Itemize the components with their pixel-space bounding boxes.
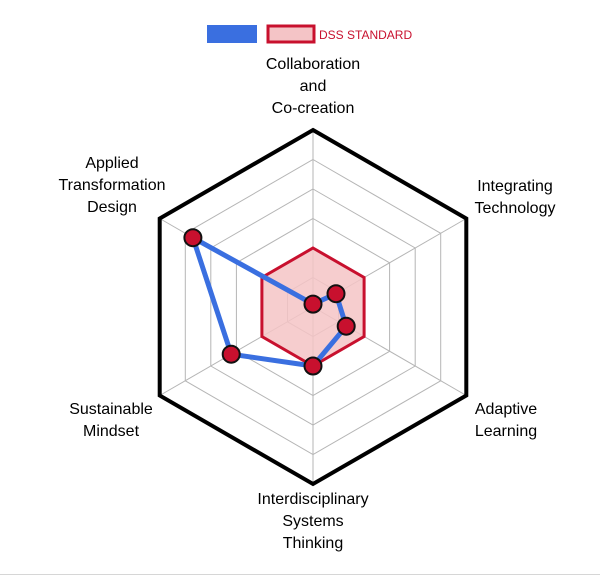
axis-label-5-line-2: Design (87, 199, 137, 216)
axis-label-0-line-2: Co-creation (272, 100, 355, 117)
axis-labels: Collaboration andCo-creationIntegratingTe… (59, 56, 556, 552)
series-marker-4 (221, 344, 241, 364)
series-marker-2 (336, 316, 356, 336)
legend-swatch-dss-standard[interactable] (266, 24, 316, 44)
axis-label-1-line-0: Integrating (477, 178, 553, 195)
axis-label-3-line-2: Thinking (283, 535, 343, 552)
legend[interactable]: DSS STANDARD (207, 24, 412, 44)
legend-swatch-score[interactable] (207, 25, 257, 43)
axis-label-5-line-0: Applied (85, 155, 138, 172)
outer-hexagon (157, 127, 469, 487)
series-marker-5 (183, 228, 203, 248)
series-marker-1 (326, 284, 346, 304)
series-marker-0 (303, 294, 323, 314)
axis-label-5-line-1: Transformation (59, 177, 166, 194)
series-markers (183, 228, 356, 376)
legend-label-dss-standard: DSS STANDARD (319, 28, 412, 42)
series-marker-3 (303, 356, 323, 376)
axis-label-1-line-1: Technology (475, 200, 556, 217)
axis-label-0-line-1: and (300, 78, 327, 95)
axis-label-4-line-1: Mindset (83, 423, 140, 440)
axis-label-4-line-0: Sustainable (69, 401, 153, 418)
axis-label-2-line-1: Learning (475, 423, 537, 440)
axis-label-0-line-0: Collaboration (266, 56, 360, 73)
axis-label-3-line-0: Interdisciplinary (257, 491, 368, 508)
axis-label-3-line-1: Systems (282, 513, 343, 530)
axis-label-2-line-0: Adaptive (475, 401, 537, 418)
